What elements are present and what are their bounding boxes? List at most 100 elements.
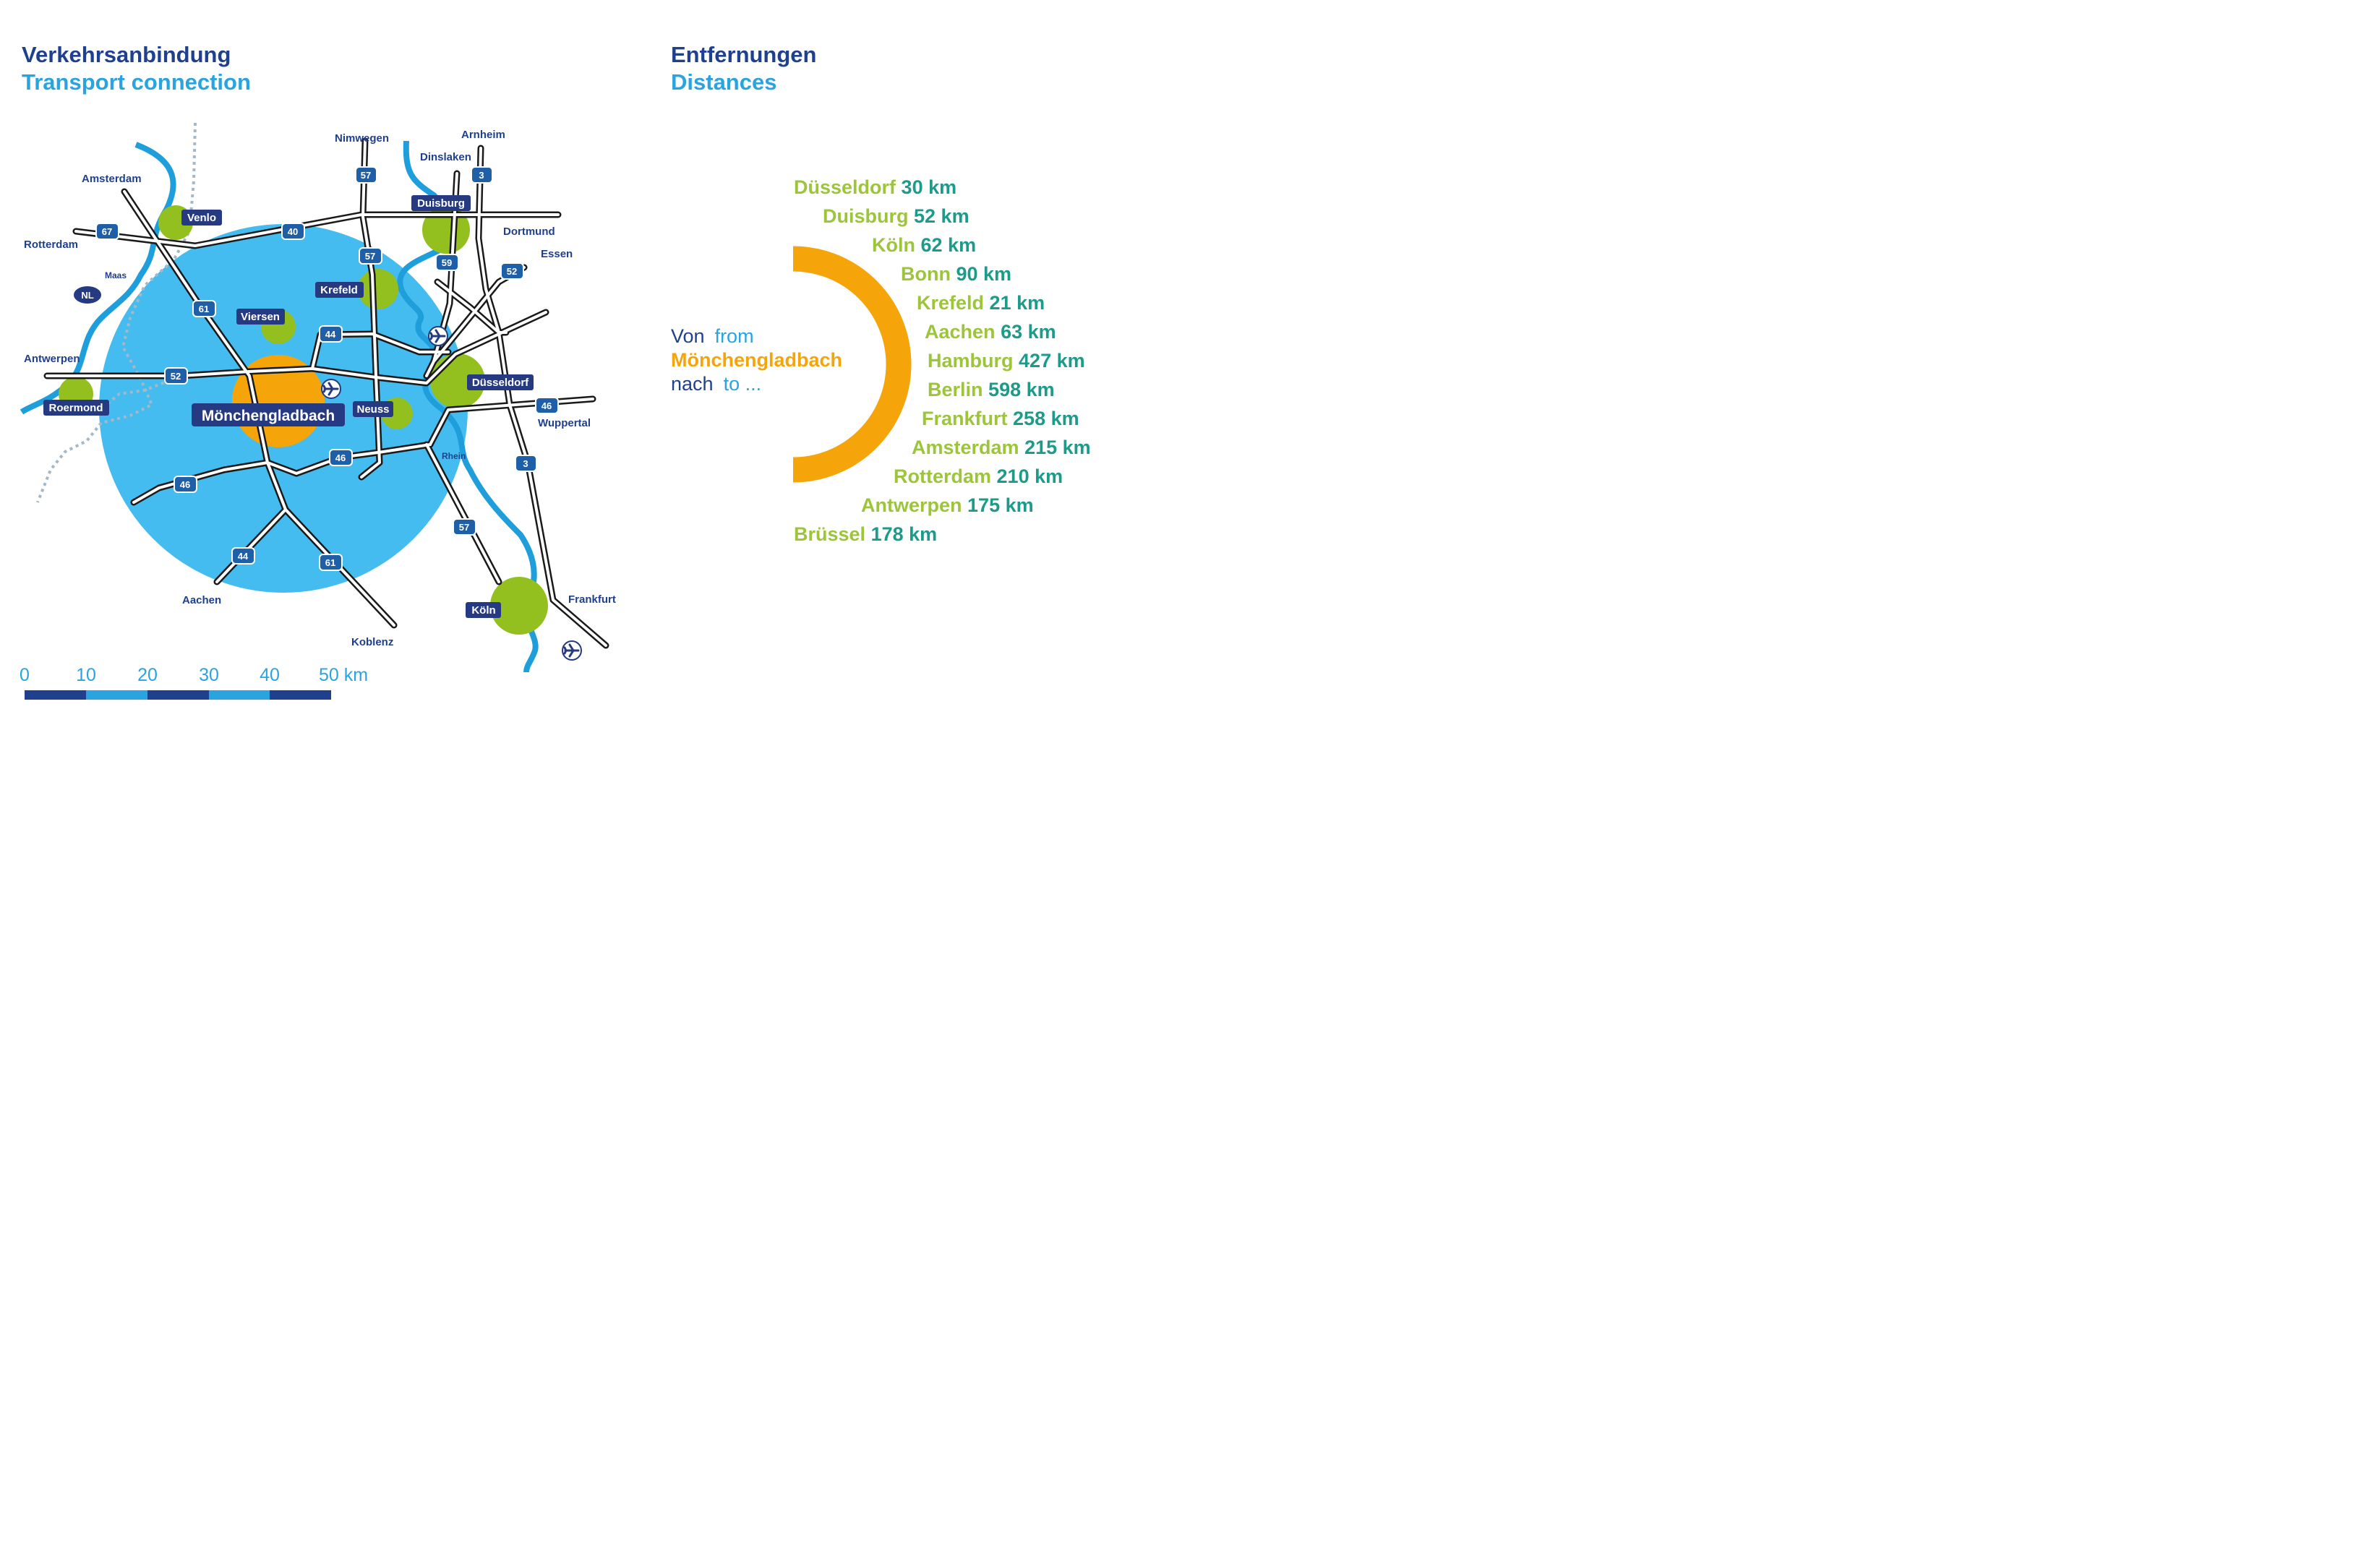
city-box-krefeld: Krefeld (315, 282, 364, 298)
label-dortmund: Dortmund (503, 226, 555, 238)
city-area-krefeld (358, 269, 398, 309)
label-frankfurt: Frankfurt (568, 593, 616, 606)
distance-row: Bonn 90 km (901, 263, 1012, 285)
motorway-shield-a40: 40 (281, 223, 305, 240)
label-amsterdam: Amsterdam (82, 173, 142, 185)
svg-text:57: 57 (365, 251, 375, 262)
label-koblenz: Koblenz (351, 636, 393, 648)
distances-title-de: Entfernungen (671, 42, 817, 67)
scale-segment (270, 690, 331, 700)
distance-row: Rotterdam 210 km (894, 465, 1063, 487)
national-border (36, 122, 197, 503)
label-wuppertal: Wuppertal (538, 417, 591, 429)
transport-map: Amsterdam Rotterdam Maas Antwerpen Nimwe… (20, 122, 912, 700)
label-rhein: Rhein (442, 451, 466, 461)
airplane-icon (561, 640, 583, 661)
label-dinslaken: Dinslaken (420, 151, 471, 163)
distance-row: Berlin 598 km (928, 379, 1055, 400)
distance-row: Duisburg 52 km (823, 205, 969, 227)
svg-text:52: 52 (507, 266, 517, 277)
motorway-shield-a46-west: 46 (174, 476, 197, 493)
svg-text:57: 57 (361, 170, 371, 181)
distance-row: Düsseldorf 30 km (794, 176, 957, 198)
scale-label: 10 (76, 665, 96, 685)
motorway-shield-a57-north: 57 (355, 166, 377, 184)
caption-nach: nach (671, 373, 714, 395)
distance-row: Brüssel 178 km (794, 523, 938, 545)
label-rotterdam: Rotterdam (24, 239, 78, 251)
svg-text:3: 3 (479, 170, 484, 181)
motorway-shield-a52-northeast: 52 (500, 262, 524, 280)
label-antwerpen: Antwerpen (24, 353, 80, 365)
distance-arc (792, 246, 912, 483)
motorway-shield-a67: 67 (95, 223, 119, 240)
scale-label: 30 (199, 665, 219, 685)
distance-row: Amsterdam 215 km (912, 437, 1091, 458)
country-badge-nl (74, 286, 101, 304)
label-nimwegen: Nimwegen (335, 132, 389, 145)
svg-text:59: 59 (442, 257, 452, 268)
city-box-koeln: Köln (466, 602, 501, 618)
scale-label: 50 km (319, 665, 368, 685)
svg-text:46: 46 (542, 400, 552, 411)
svg-text:Venlo: Venlo (187, 212, 216, 224)
motorway-shield-a61-south: 61 (319, 554, 343, 571)
motorway-shield-a46-east: 46 (535, 397, 559, 414)
city-box-viersen: Viersen (236, 309, 285, 325)
svg-text:52: 52 (171, 371, 181, 382)
motorway-shield-a44-north: 44 (319, 325, 343, 343)
motorway-shield-a44-south: 44 (231, 547, 255, 565)
distance-row: Antwerpen 175 km (861, 494, 1034, 516)
svg-text:61: 61 (325, 557, 335, 568)
city-box-duisburg: Duisburg (411, 195, 471, 211)
motorway-shield-a57-mid: 57 (359, 247, 382, 265)
distance-row: Köln 62 km (872, 234, 977, 256)
caption-to: to ... (723, 373, 762, 395)
city-box-venlo: Venlo (181, 210, 222, 226)
svg-text:46: 46 (335, 452, 346, 463)
country-badge-nl-text: NL (81, 290, 93, 301)
svg-text:57: 57 (459, 522, 469, 533)
city-box-moenchengladbach: Mönchengladbach (192, 403, 345, 426)
svg-text:Viersen: Viersen (241, 311, 280, 323)
label-arnheim: Arnheim (461, 129, 505, 141)
scale-segment (209, 690, 270, 700)
motorway-shield-a46-centre: 46 (329, 449, 353, 466)
caption-von: Von (671, 325, 705, 347)
svg-text:Mönchengladbach: Mönchengladbach (202, 408, 335, 424)
scale-segment (147, 690, 209, 700)
svg-text:Krefeld: Krefeld (320, 284, 358, 296)
motorway-shield-a3-north: 3 (471, 166, 493, 184)
distance-row: Hamburg 427 km (928, 350, 1085, 372)
svg-text:Neuss: Neuss (356, 403, 389, 416)
scale-bar: 0 10 20 30 40 50 km (20, 665, 368, 700)
svg-text:61: 61 (199, 304, 209, 314)
scale-label: 40 (260, 665, 280, 685)
scale-label: 0 (20, 665, 30, 685)
city-box-neuss: Neuss (353, 401, 393, 417)
caption-from: from (714, 325, 754, 347)
svg-text:Duisburg: Duisburg (417, 197, 465, 210)
airplane-icon (320, 378, 342, 400)
svg-text:3: 3 (523, 458, 528, 469)
label-essen: Essen (541, 248, 573, 260)
scale-segment (25, 690, 86, 700)
motorway-shield-a3-south: 3 (515, 455, 537, 472)
svg-text:44: 44 (238, 551, 249, 562)
label-aachen: Aachen (182, 594, 221, 606)
svg-text:Köln: Köln (471, 604, 495, 617)
city-box-duesseldorf: Düsseldorf (467, 374, 534, 390)
map-title-de: Verkehrsanbindung (22, 42, 231, 67)
city-box-roermond: Roermond (43, 400, 109, 416)
distance-row: Krefeld 21 km (917, 292, 1045, 314)
city-area-koeln (490, 577, 548, 635)
map-title-en: Transport connection (22, 69, 251, 95)
distance-row: Aachen 63 km (925, 321, 1056, 343)
distances-title-en: Distances (671, 69, 777, 95)
scale-label: 20 (137, 665, 158, 685)
svg-text:Düsseldorf: Düsseldorf (472, 377, 529, 389)
motorway-network (43, 137, 609, 649)
label-maas: Maas (105, 270, 127, 280)
svg-text:44: 44 (325, 329, 336, 340)
